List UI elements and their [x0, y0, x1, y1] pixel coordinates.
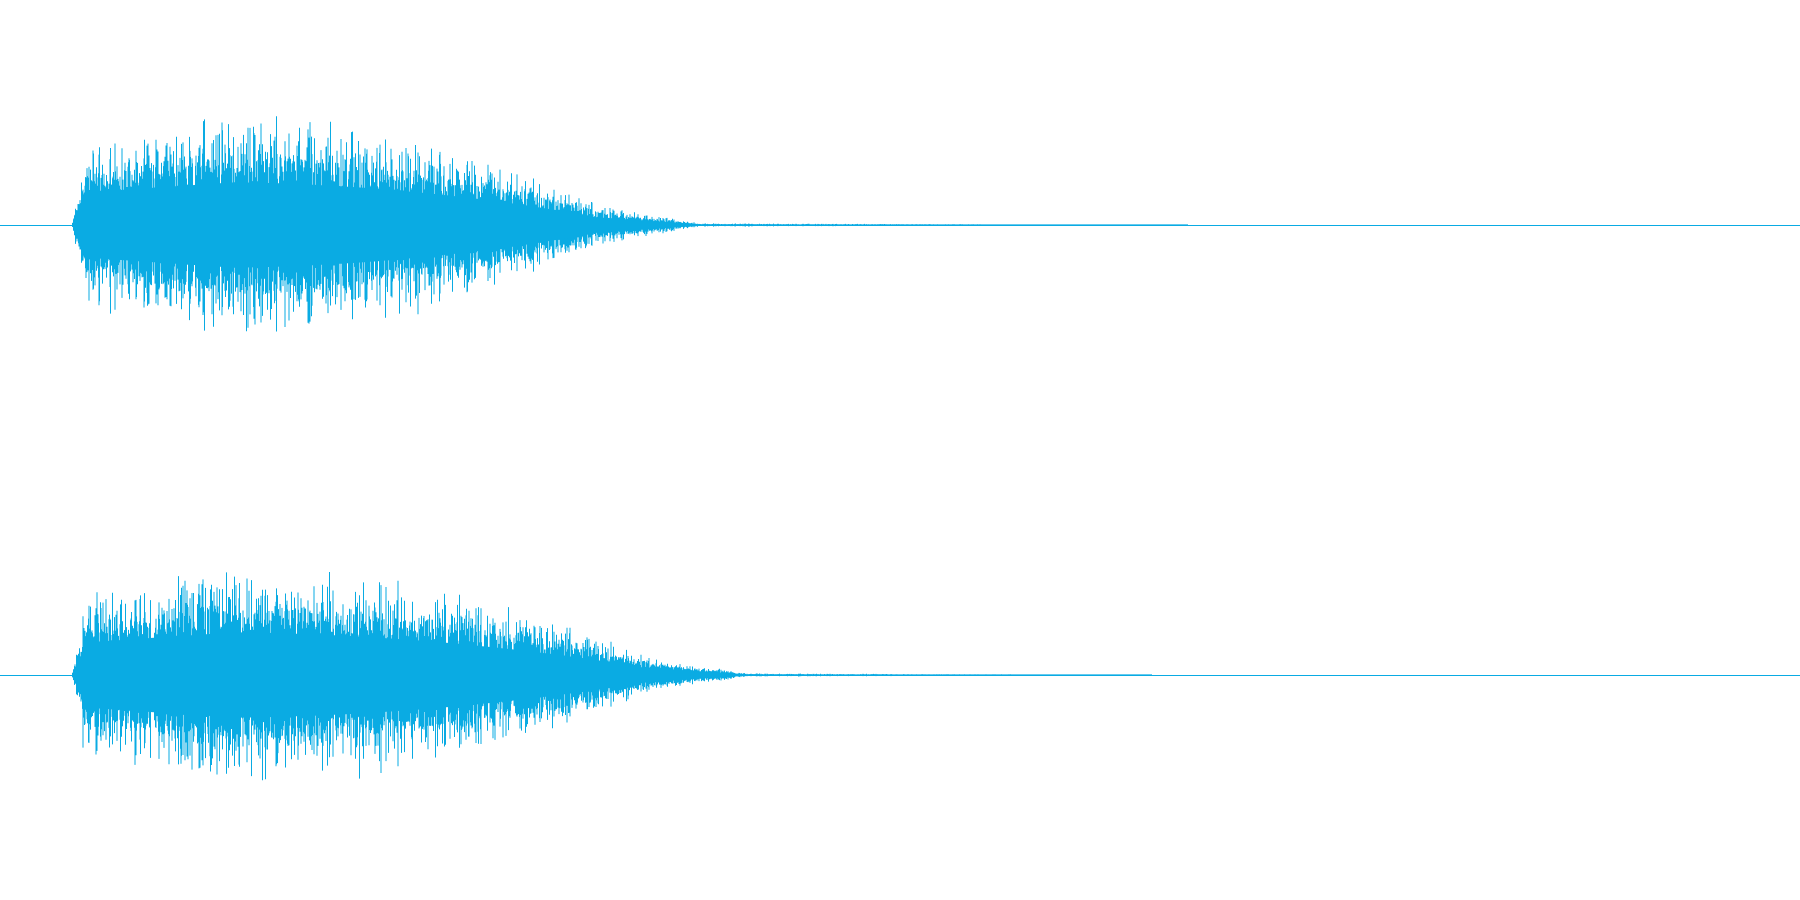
waveform-channel-1-plot [0, 116, 1800, 332]
waveform-body-2 [0, 632, 1800, 718]
waveform-channel-2-plot [0, 572, 1800, 781]
waveform-channel-1[interactable] [0, 0, 1800, 450]
waveform-body-1 [0, 182, 1800, 268]
waveform-channel-2[interactable] [0, 450, 1800, 900]
